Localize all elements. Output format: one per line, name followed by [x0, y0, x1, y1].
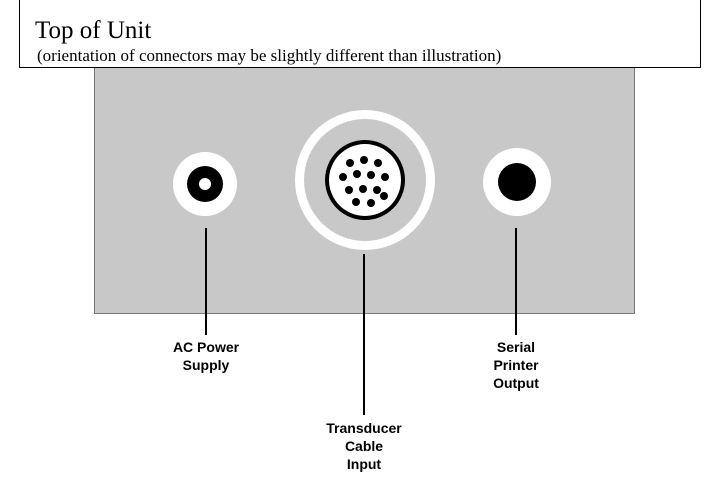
ac-power-pin: [199, 178, 211, 190]
ac-power-connector: [173, 152, 237, 216]
serial-printer-connector: [483, 148, 551, 216]
transducer-pins: [339, 156, 389, 207]
orientation-note: (orientation of connectors may be slight…: [37, 46, 502, 65]
transducer-face: [329, 144, 401, 216]
header-box: Top of Unit (orientation of connectors m…: [19, 0, 701, 68]
ac-power-label: AC Power Supply: [172, 339, 240, 373]
transducer-label: Transducer Cable Input: [326, 420, 402, 472]
transducer-connector: [295, 110, 435, 250]
page-title: Top of Unit: [35, 17, 152, 44]
serial-socket: [498, 163, 536, 201]
serial-printer-label: Serial Printer Output: [493, 339, 539, 391]
